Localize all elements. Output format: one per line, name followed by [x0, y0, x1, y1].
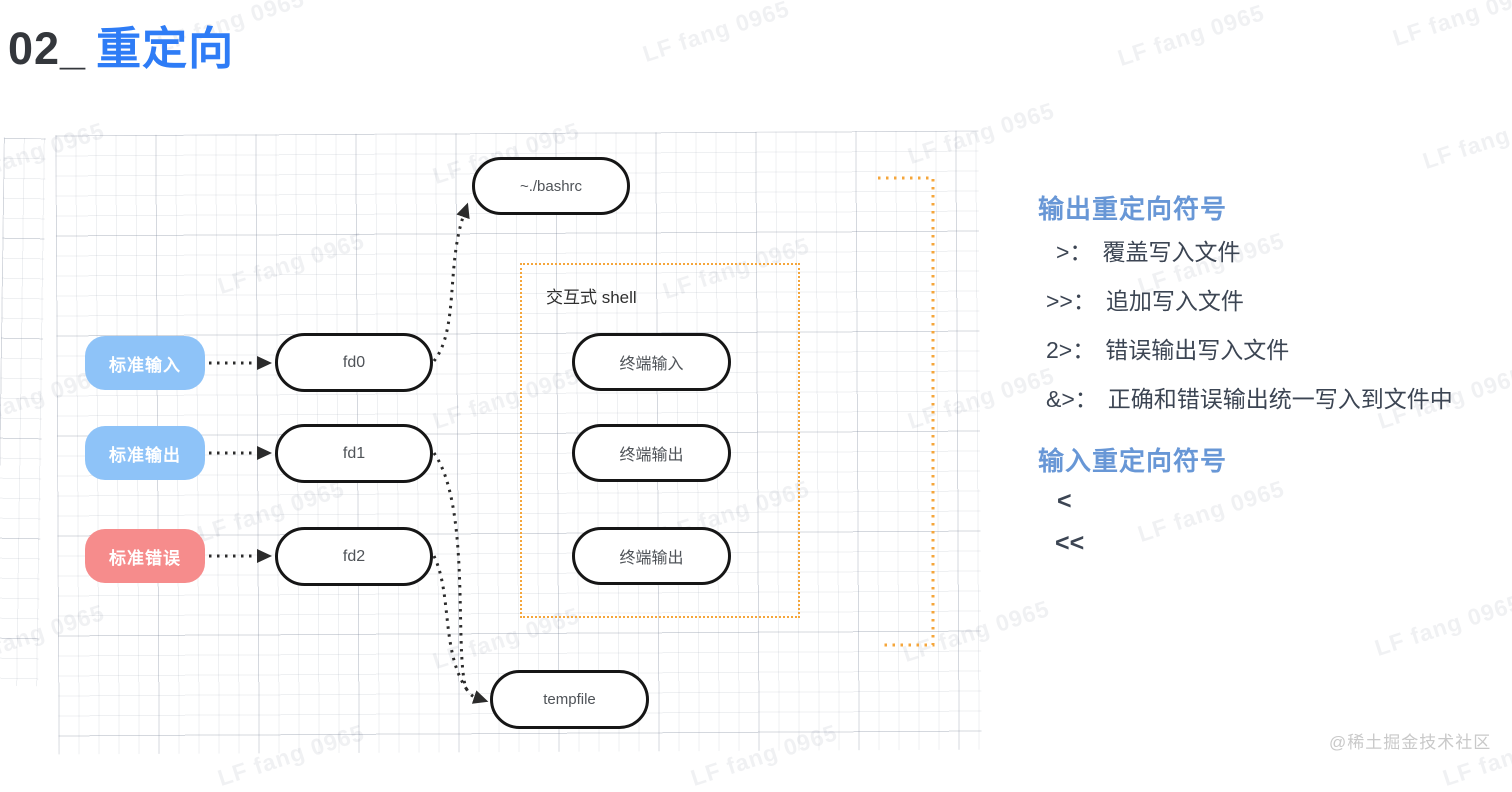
watermark-text: LF fang 0965 [1134, 475, 1288, 547]
watermark-text: LF fang 0965 [1419, 102, 1512, 174]
node-terminal-output-2: 终端输出 [572, 527, 731, 585]
node-fd2: fd2 [275, 527, 433, 586]
redirect-symbol: 2>： [1046, 337, 1096, 363]
input-redirect-symbol-heredoc: << [1055, 529, 1085, 557]
source-stdin: 标准输入 [85, 336, 205, 390]
output-redirect-heading: 输出重定向符号 [1038, 194, 1228, 224]
redirect-desc: 覆盖写入文件 [1102, 239, 1241, 265]
input-redirect-heading: 输入重定向符号 [1038, 446, 1228, 476]
input-redirect-symbol-lt: < [1057, 487, 1072, 515]
node-terminal-input: 终端输入 [572, 333, 731, 391]
redirect-symbol: &>： [1046, 386, 1098, 412]
title-text: 重定向 [96, 23, 235, 74]
source-stdout: 标准输出 [85, 426, 205, 480]
redirect-desc: 正确和错误输出统一写入到文件中 [1107, 386, 1453, 412]
node-bashrc: ~./bashrc [472, 157, 630, 215]
source-stderr: 标准错误 [85, 529, 205, 583]
watermark-text: LF fang 0965 [1389, 0, 1512, 51]
redirect-desc: 追加写入文件 [1105, 288, 1244, 314]
redirect-symbol: >>： [1046, 288, 1096, 314]
node-fd1: fd1 [275, 424, 433, 483]
output-redirect-item: >>： 追加写入文件 [1046, 282, 1453, 316]
watermark-text: LF fang 0965 [1371, 589, 1512, 661]
output-redirect-list: >： 覆盖写入文件 >>： 追加写入文件 2>： 错误输出写入文件 &>： 正确… [1046, 233, 1453, 414]
redirect-symbol: >： [1056, 239, 1093, 265]
interactive-shell-title: 交互式 shell [546, 288, 637, 307]
community-credit: @稀土掘金技术社区 [1329, 733, 1492, 752]
node-tempfile: tempfile [490, 670, 649, 729]
interactive-shell-box [520, 263, 800, 618]
watermark-text: LF fang 0965 [639, 0, 793, 67]
grid-paper-left-strip [0, 137, 46, 687]
redirect-desc: 错误输出写入文件 [1105, 337, 1290, 363]
output-redirect-item: &>： 正确和错误输出统一写入到文件中 [1046, 380, 1453, 414]
watermark-text: LF fang 0965 [1114, 0, 1268, 71]
page-title: 02_重定向 [8, 12, 234, 77]
title-number: 02_ [8, 23, 87, 74]
output-redirect-item: 2>： 错误输出写入文件 [1046, 331, 1453, 365]
output-redirect-item: >： 覆盖写入文件 [1046, 233, 1453, 267]
node-fd0: fd0 [275, 333, 433, 392]
node-terminal-output-1: 终端输出 [572, 424, 731, 482]
